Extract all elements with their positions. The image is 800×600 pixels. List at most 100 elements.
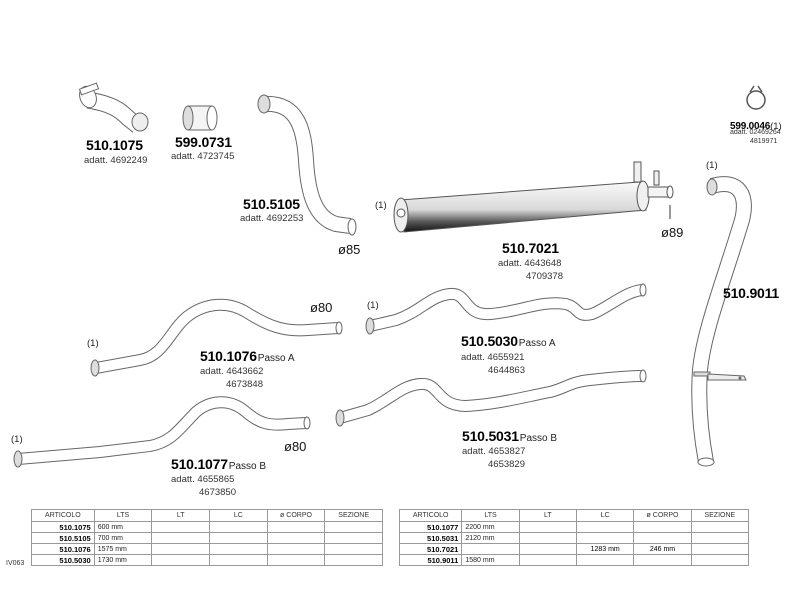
part-510-1077-label: 510.1077Passo B [171,456,266,474]
cell-sezione [324,532,383,544]
cell-lc [575,521,635,533]
passo-label: Passo B [228,461,267,472]
diameter-label: ø80 [310,300,333,315]
part-adatt-2: 4653829 [488,459,525,470]
part-code: 510.1075 [86,137,143,153]
part-code: 510.5030 [461,333,518,349]
part-599-0046-label: 599.0046(1) [730,116,782,134]
table-row: 510.5030 1730 mm [31,554,383,566]
spec-table-left: ARTICOLO LTS LT LC ø CORPO SEZIONE 510.1… [31,509,383,566]
cell-corpo: 246 mm [633,543,692,555]
cell-lc [209,543,268,555]
col-header-lc: LC [575,509,635,522]
cell-corpo [266,521,326,533]
cell-corpo [266,554,326,566]
part-510-5105-drawing [257,94,357,236]
cell-sezione [324,554,383,566]
cell-lt [518,543,578,555]
table-row: 510.1076 1575 mm [31,543,383,555]
table-header-row: ARTICOLO LTS LT LC ø CORPO SEZIONE [31,509,383,522]
table-row: 510.5105 700 mm [31,532,383,544]
cell-lts: 2120 mm [461,532,520,544]
table-row: 510.1077 2200 mm [398,521,750,533]
cell-lc [209,521,268,533]
part-code: 510.5031 [462,428,519,444]
cell-corpo [266,532,326,544]
part-510-5030-drawing [365,283,647,335]
cell-lts: 600 mm [93,521,153,533]
cell-sezione [690,521,750,533]
col-header-articolo: ARTICOLO [398,509,463,522]
part-510-1076-label: 510.1076Passo A [200,348,295,366]
cell-lc [575,554,635,566]
cell-sezione [690,554,750,566]
diameter-label: ø89 [661,225,684,240]
passo-label: Passo A [518,338,556,349]
passo-label: Passo A [257,353,295,364]
cell-lt [518,532,578,544]
note-mark: (1) [375,200,387,211]
part-code: 510.1077 [171,456,228,472]
col-header-sezione: SEZIONE [324,509,383,522]
part-code: 599.0731 [175,134,232,150]
part-adatt: adatt. 4643648 [498,258,562,269]
diameter-label: ø85 [338,242,361,257]
part-adatt: adatt. 4655921 [461,352,525,363]
cell-corpo [633,532,692,544]
col-header-corpo: ø CORPO [633,509,692,522]
col-header-corpo: ø CORPO [266,509,326,522]
col-header-lts: LTS [93,509,153,522]
table-row: 510.9011 1580 mm [398,554,750,566]
col-header-articolo: ARTICOLO [31,509,95,522]
note-mark: (1) [11,434,23,445]
cell-lt [518,521,578,533]
cell-lc [209,554,268,566]
part-adatt-2: 4709378 [526,271,563,282]
note-mark: (1) [706,160,718,171]
part-code: 510.7021 [502,240,559,256]
diameter-label: ø80 [284,439,307,454]
table-row: 510.7021 1283 mm 246 mm [398,543,750,555]
cell-lt [151,543,211,555]
cell-articolo: 510.5105 [31,532,95,544]
part-adatt: adatt. 4643662 [200,366,264,377]
cell-lt [151,521,211,533]
cell-lt [151,532,211,544]
cell-articolo: 510.1077 [398,521,463,533]
passo-label: Passo B [519,433,558,444]
spec-table-right: ARTICOLO LTS LT LC ø CORPO SEZIONE 510.1… [398,509,750,566]
cell-lc [575,532,635,544]
part-510-7021-drawing [393,161,674,233]
table-row: 510.1075 600 mm [31,521,383,533]
quantity-note: (1) [770,121,782,132]
cell-articolo: 510.5030 [31,554,95,566]
cell-sezione [690,543,750,555]
part-510-5031-label: 510.5031Passo B [462,428,557,446]
col-header-lts: LTS [461,509,520,522]
part-510-1076-drawing [90,298,343,377]
cell-lc: 1283 mm [575,543,635,555]
table-row: 510.5031 2120 mm [398,532,750,544]
note-mark: (1) [87,338,99,349]
cell-articolo: 510.5031 [398,532,463,544]
cell-lts: 1580 mm [461,554,520,566]
cell-articolo: 510.1076 [31,543,95,555]
col-header-lt: LT [518,509,578,522]
cell-corpo [633,554,692,566]
part-code: 599.0046 [730,121,771,132]
part-adatt: adatt. 4653827 [462,446,526,457]
cell-corpo [633,521,692,533]
col-header-sezione: SEZIONE [690,509,750,522]
part-510-1075-drawing [78,82,149,133]
part-510-1077-drawing [13,396,311,468]
cell-lt [151,554,211,566]
note-mark: (1) [367,300,379,311]
cell-lts: 700 mm [93,532,153,544]
part-code: 510.5105 [243,196,300,212]
part-adatt: adatt. 4723745 [171,151,235,162]
col-header-lt: LT [151,509,211,522]
cell-lc [209,532,268,544]
part-adatt-2: 4673850 [199,487,236,498]
part-599-0046-drawing [746,85,766,110]
